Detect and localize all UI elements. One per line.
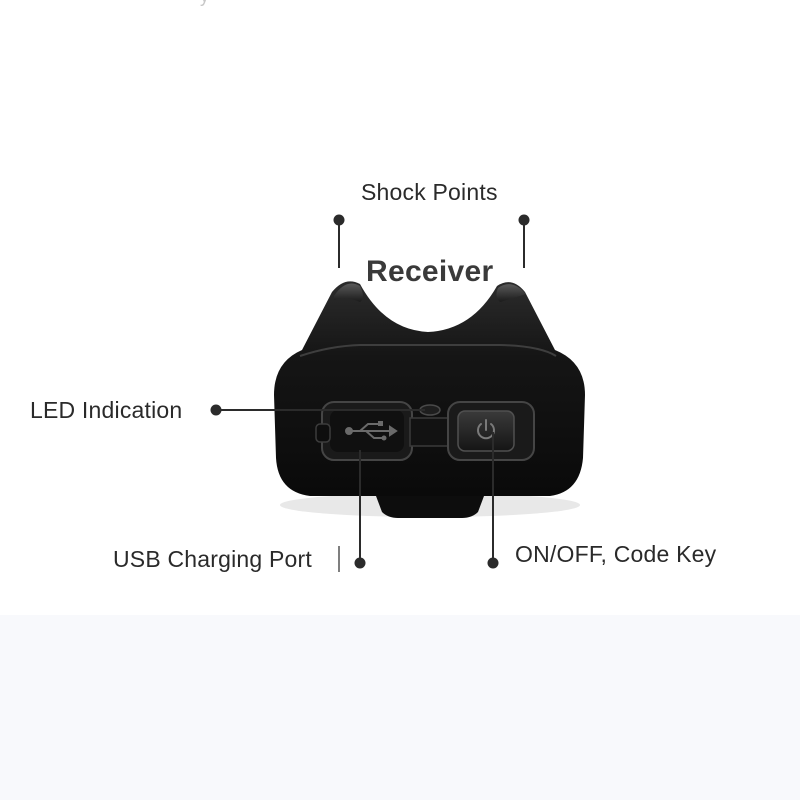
background-tint xyxy=(0,615,800,800)
led-indication-label: LED Indication xyxy=(30,397,183,423)
shock-point-left xyxy=(334,283,363,302)
usb-icon xyxy=(345,421,398,441)
receiver-title: Receiver xyxy=(366,255,494,288)
usb-charging-port-label: USB Charging Port xyxy=(113,546,312,572)
receiver-device xyxy=(274,281,585,518)
shock-point-right xyxy=(496,284,526,302)
callout-leaders xyxy=(216,222,525,562)
shock-points-label: Shock Points xyxy=(361,179,498,205)
power-code-key-label: ON/OFF, Code Key xyxy=(515,541,717,567)
callout-dots xyxy=(210,214,530,569)
power-icon xyxy=(477,419,495,440)
cropped-top-text: y xyxy=(200,0,209,7)
receiver-body xyxy=(274,281,585,496)
